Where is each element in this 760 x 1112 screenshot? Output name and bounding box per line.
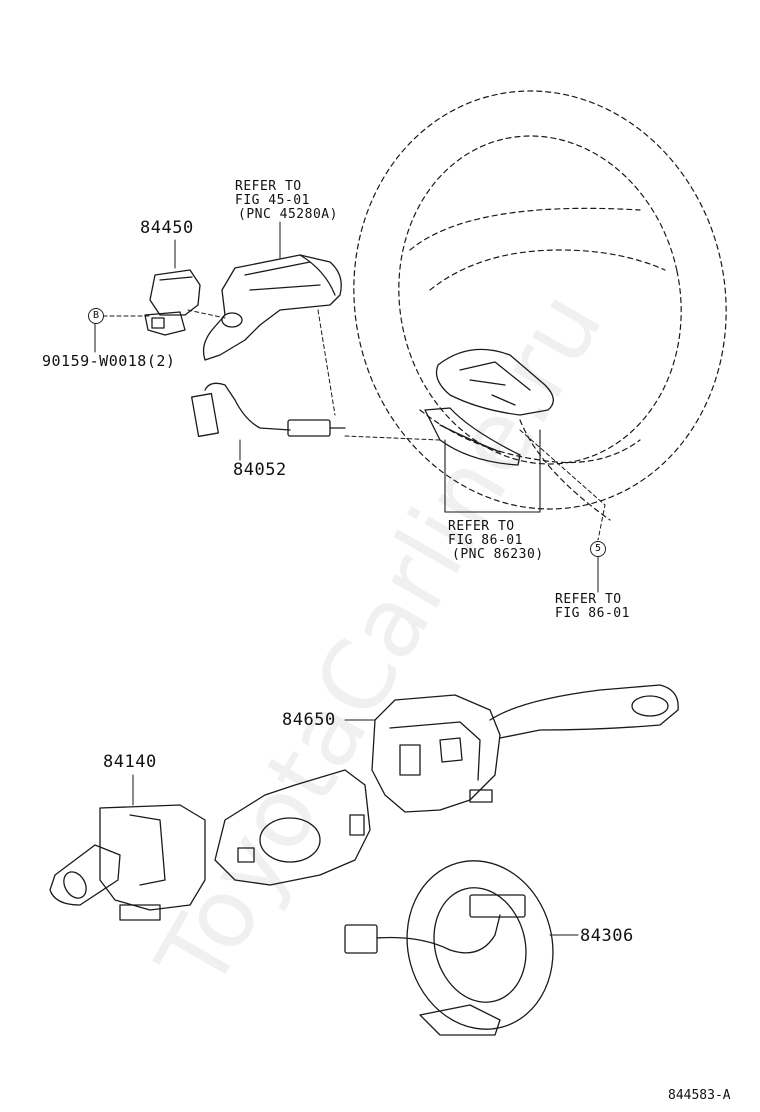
part-number-84052[interactable]: 84052 [233, 460, 287, 480]
ref1-pnc: (PNC 45280A) [238, 207, 338, 222]
part-number-90159[interactable]: 90159-W0018(2) [42, 352, 176, 370]
switch-base-plate [214, 769, 371, 886]
part-number-84450[interactable]: 84450 [140, 218, 194, 238]
ref3-refer-to: REFER TO [555, 592, 622, 607]
harness-to-housing [317, 309, 336, 416]
part-number-84306[interactable]: 84306 [580, 926, 634, 946]
ref1-fig[interactable]: FIG 45-01 [235, 193, 310, 208]
key-cylinder-housing [202, 254, 342, 361]
ref1-refer-to: REFER TO [235, 179, 302, 194]
switch-84450 [144, 269, 201, 336]
ref2-fig[interactable]: FIG 86-01 [448, 533, 523, 548]
figure-id: 844583-A [668, 1088, 731, 1103]
steering-wheel-outline [353, 90, 727, 521]
ref2-leader [444, 429, 541, 513]
callout-5: 5 [590, 541, 606, 557]
callout-b: B [88, 308, 104, 324]
harness-84052 [191, 382, 346, 438]
callout-5-leader [519, 429, 606, 541]
lower-cover [424, 407, 521, 466]
wiper-switch-84650 [371, 684, 679, 813]
part-number-84140[interactable]: 84140 [103, 752, 157, 772]
horn-pad [435, 348, 554, 416]
ref2-refer-to: REFER TO [448, 519, 515, 534]
ref2-pnc: (PNC 86230) [452, 547, 544, 562]
spiral-cable-84306 [344, 860, 554, 1036]
light-switch-84140 [49, 804, 206, 921]
ref3-fig[interactable]: FIG 86-01 [555, 606, 630, 621]
part-number-84650[interactable]: 84650 [282, 710, 336, 730]
